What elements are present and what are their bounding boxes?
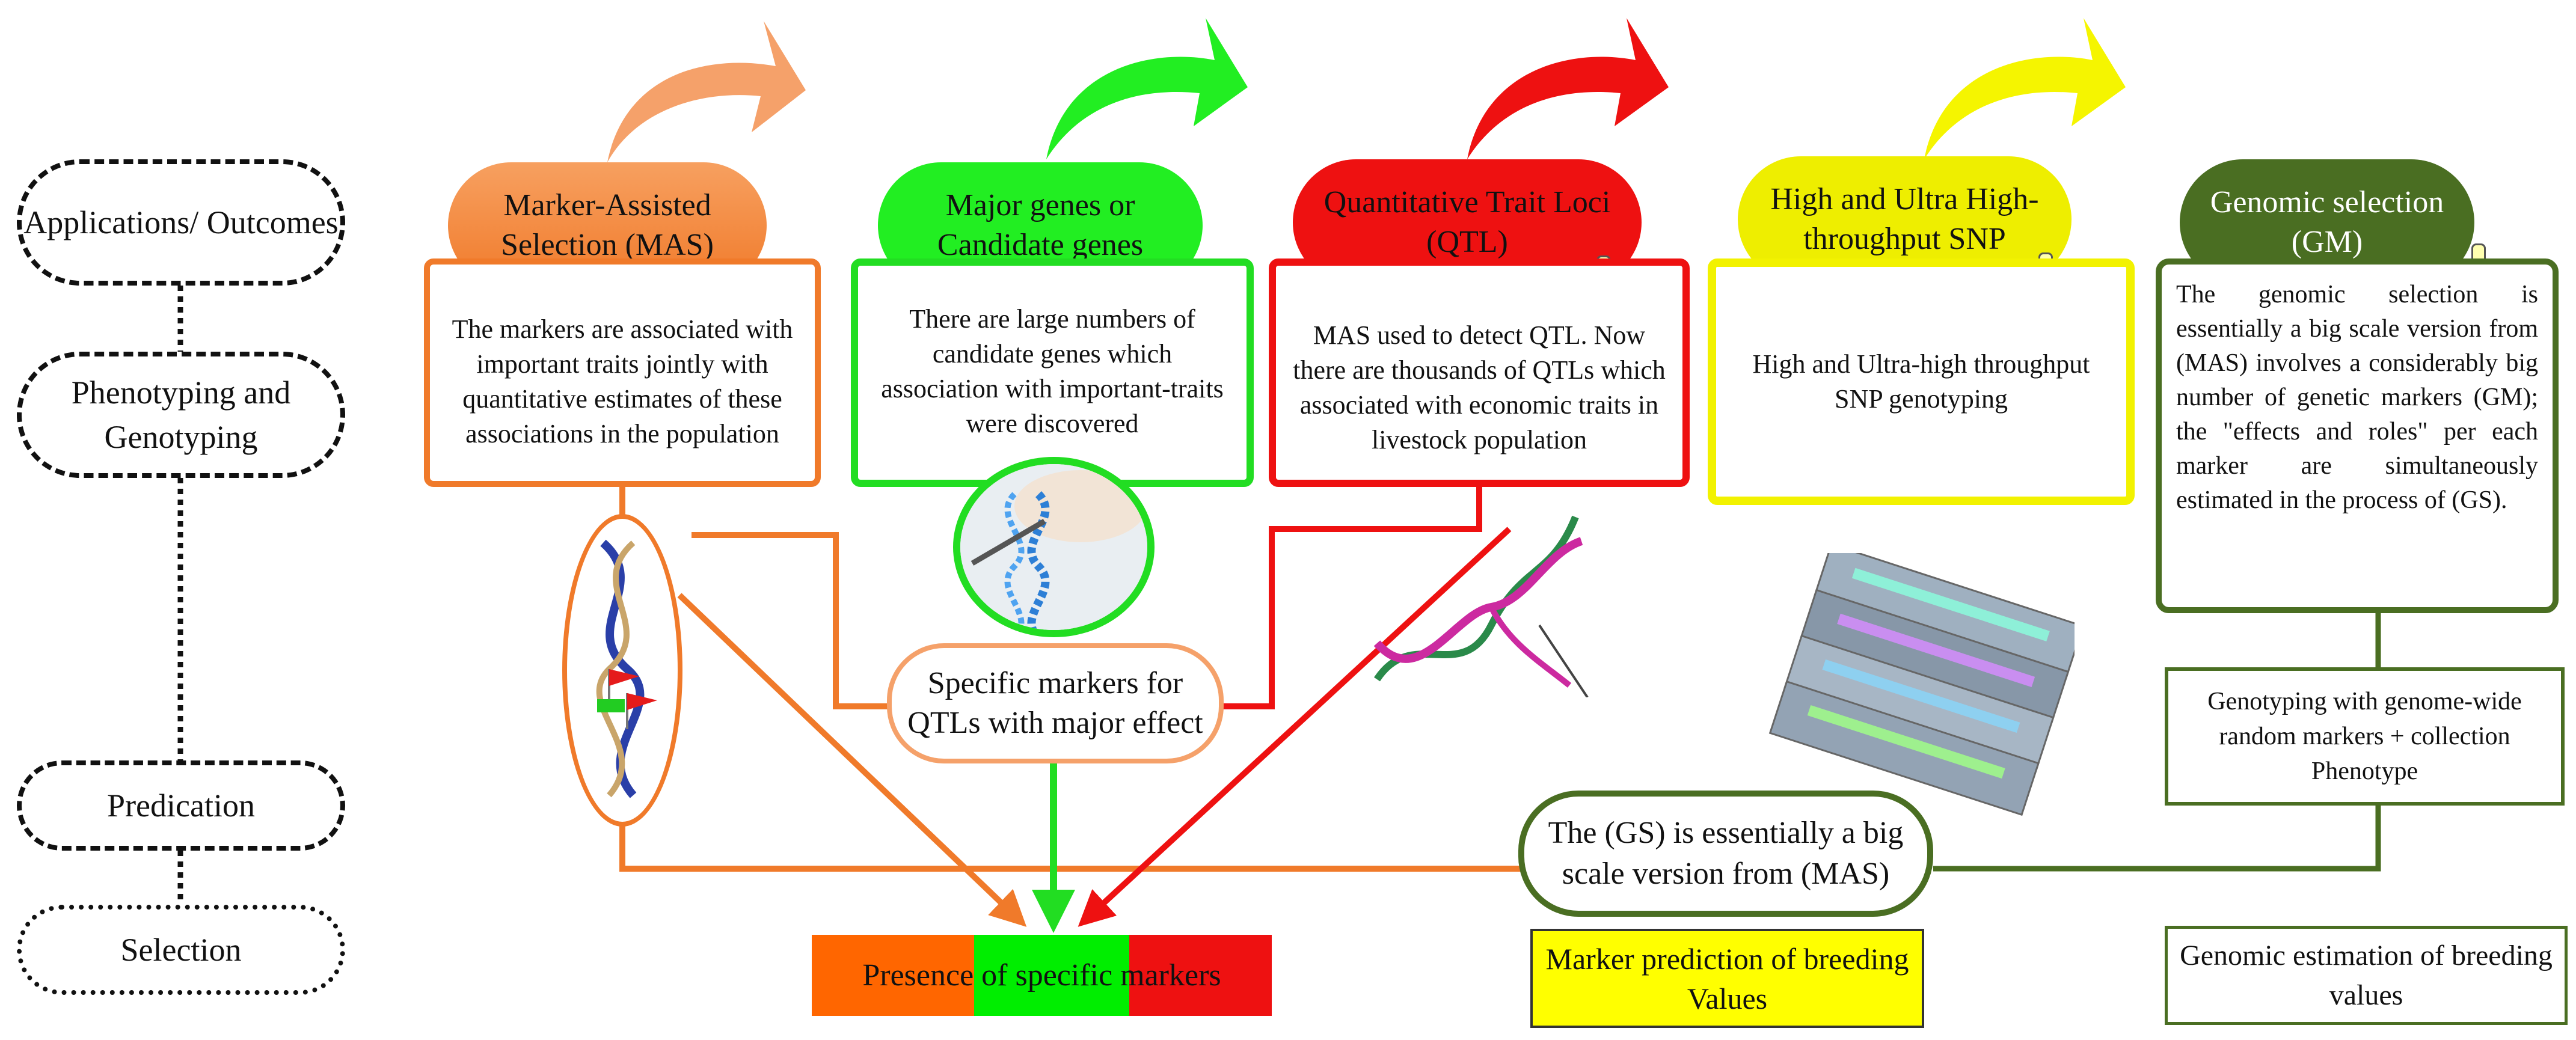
genomic-estimation-label: Genomic estimation of breeding values: [2180, 939, 2553, 1011]
specific-markers-label: Specific markers for QTLs with major eff…: [907, 666, 1203, 740]
stage-phenotyping: Phenotyping and Genotyping: [17, 352, 345, 478]
dna-flag-icon: [596, 539, 657, 798]
major-description-box: There are large numbers of candidate gen…: [851, 258, 1254, 487]
qtl-title: Quantitative Trait Loci (QTL): [1323, 185, 1611, 259]
dna-helix-icon: [1373, 515, 1589, 697]
qtl-description: MAS used to detect QTL. Now there are th…: [1293, 320, 1666, 454]
genomic-estimation-box: Genomic estimation of breeding values: [2165, 926, 2568, 1025]
major-title: Major genes or Candidate genes: [937, 188, 1144, 262]
mas-curved-arrow: [607, 21, 806, 162]
stage-predication: Predication: [17, 760, 345, 851]
stage-selection: Selection: [17, 905, 345, 995]
major-curved-arrow: [1046, 18, 1248, 159]
snp-description: High and Ultra-high throughput SNP genot…: [1752, 349, 2090, 414]
qtl-description-box: MAS used to detect QTL. Now there are th…: [1269, 258, 1690, 487]
genotyping-box: Genotyping with genome-wide random marke…: [2165, 667, 2565, 806]
presence-bar-orange: [812, 935, 974, 1016]
snp-title: High and Ultra High-throughput SNP: [1770, 182, 2039, 256]
mas-description-box: The markers are associated with importan…: [424, 258, 821, 487]
presence-bar-red: [1129, 935, 1272, 1016]
gs-description: The genomic selection is essentially a b…: [2176, 281, 2538, 514]
genotyping-label: Genotyping with genome-wide random marke…: [2207, 688, 2522, 785]
marker-prediction-box: Marker prediction of breeding Values: [1530, 929, 1924, 1028]
dna-ellipse: [562, 514, 682, 827]
gs-mas-label: The (GS) is essentially a big scale vers…: [1548, 816, 1904, 891]
snp-chip-icon: [1768, 553, 2075, 816]
specific-markers-box: Specific markers for QTLs with major eff…: [887, 643, 1224, 763]
stage-applications: Applications/ Outcomes: [17, 159, 345, 286]
qtl-title-pill: Quantitative Trait Loci (QTL): [1293, 159, 1642, 286]
snp-description-box: High and Ultra-high throughput SNP genot…: [1708, 258, 2135, 505]
presence-bar-green: [974, 935, 1129, 1016]
gs-mas-box: The (GS) is essentially a big scale vers…: [1518, 791, 1933, 917]
qtl-curved-arrow: [1467, 18, 1669, 159]
dna-research-circle: [953, 457, 1155, 637]
mas-description: The markers are associated with importan…: [452, 314, 793, 448]
presence-bar-label: Presence of specific markers: [862, 958, 1221, 993]
major-description: There are large numbers of candidate gen…: [881, 304, 1224, 438]
gs-title: Genomic selection (GM): [2210, 185, 2444, 259]
snp-curved-arrow: [1924, 18, 2126, 159]
gs-description-box: The genomic selection is essentially a b…: [2156, 258, 2559, 613]
presence-bar: Presence of specific markers: [812, 935, 1272, 1016]
dna-research-icon: [960, 464, 1147, 630]
mas-title: Marker-Assisted Selection (MAS): [501, 188, 714, 262]
marker-prediction-label: Marker prediction of breeding Values: [1545, 941, 1909, 1015]
